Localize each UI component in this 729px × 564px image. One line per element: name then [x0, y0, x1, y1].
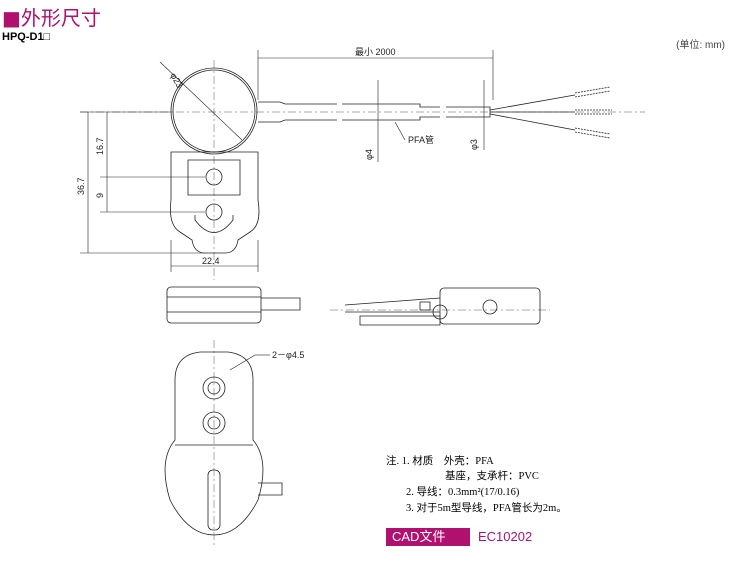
dim-length: 最小 2000	[355, 47, 396, 57]
cad-label: CAD文件号：	[386, 528, 470, 562]
model-name: HPQ-D1□	[2, 31, 51, 43]
sensor-bottom-view	[164, 351, 283, 536]
dim-height-upper: 16.7	[95, 137, 105, 155]
dim-tube: PFA管	[408, 134, 434, 145]
dim-end-diameter: φ3	[469, 139, 479, 150]
note-line-2: 基座，支承杆：PVC	[445, 471, 539, 482]
note-line-3: 2. 导线：0.3mm²(17/0.16)	[406, 487, 520, 498]
dim-width: 22.4	[202, 256, 220, 266]
dimension-lines	[80, 50, 494, 371]
unit-label: (单位: mm)	[676, 40, 725, 51]
dim-cable-diameter: φ4	[364, 149, 374, 160]
dim-body-diameter: φ23	[168, 71, 185, 90]
note-line-1: 注. 1. 材质 外壳：PFA	[386, 456, 494, 467]
note-line-4: 3. 对于5m型导线，PFA管长为2m。	[406, 503, 567, 514]
sensor-front-view	[166, 286, 301, 324]
dim-hole-pitch: 9	[95, 193, 105, 198]
sensor-top-view	[170, 67, 612, 254]
sensor-side-view	[344, 287, 541, 326]
dim-height-total: 36.7	[76, 177, 86, 195]
cad-number: EC10202	[478, 529, 533, 544]
section-title: ■外形尺寸	[2, 6, 101, 30]
dim-holes: 2－φ4.5	[272, 350, 304, 360]
